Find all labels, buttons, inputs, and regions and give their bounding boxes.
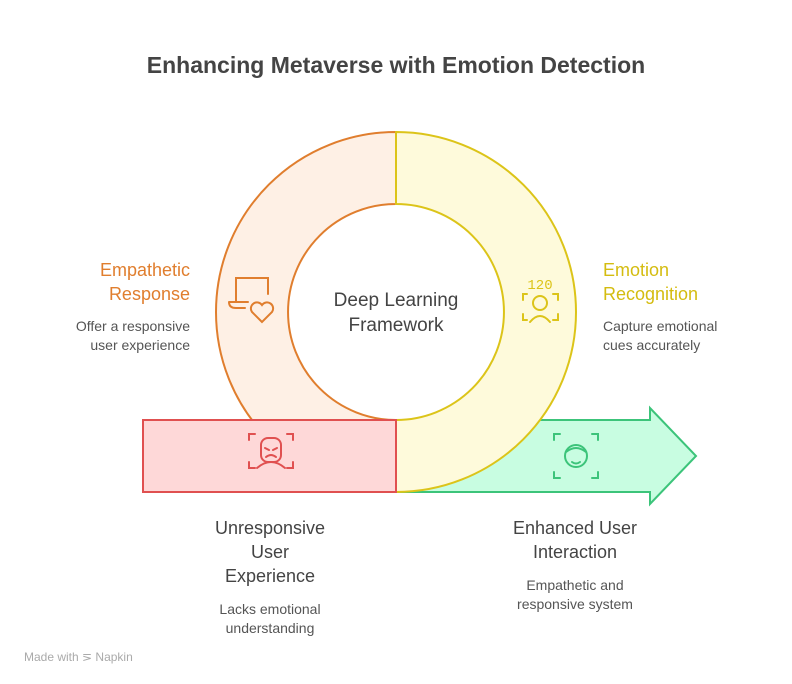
angry-face-icon [248, 433, 294, 469]
center-line: Framework [348, 315, 444, 336]
diagram-title: Enhancing Metaverse with Emotion Detecti… [146, 52, 646, 78]
unresponsive-box [142, 419, 397, 493]
happy-face-icon [553, 433, 599, 479]
center-line: Deep Learning [333, 290, 459, 311]
emotion-icon-text: 120 [527, 278, 552, 294]
laptop-heart-icon [228, 277, 275, 324]
face-recognition-icon: 120 [522, 278, 559, 323]
emotion-ring-segment [395, 130, 577, 494]
footer-watermark: Made with ⋝ Napkin [24, 650, 133, 664]
